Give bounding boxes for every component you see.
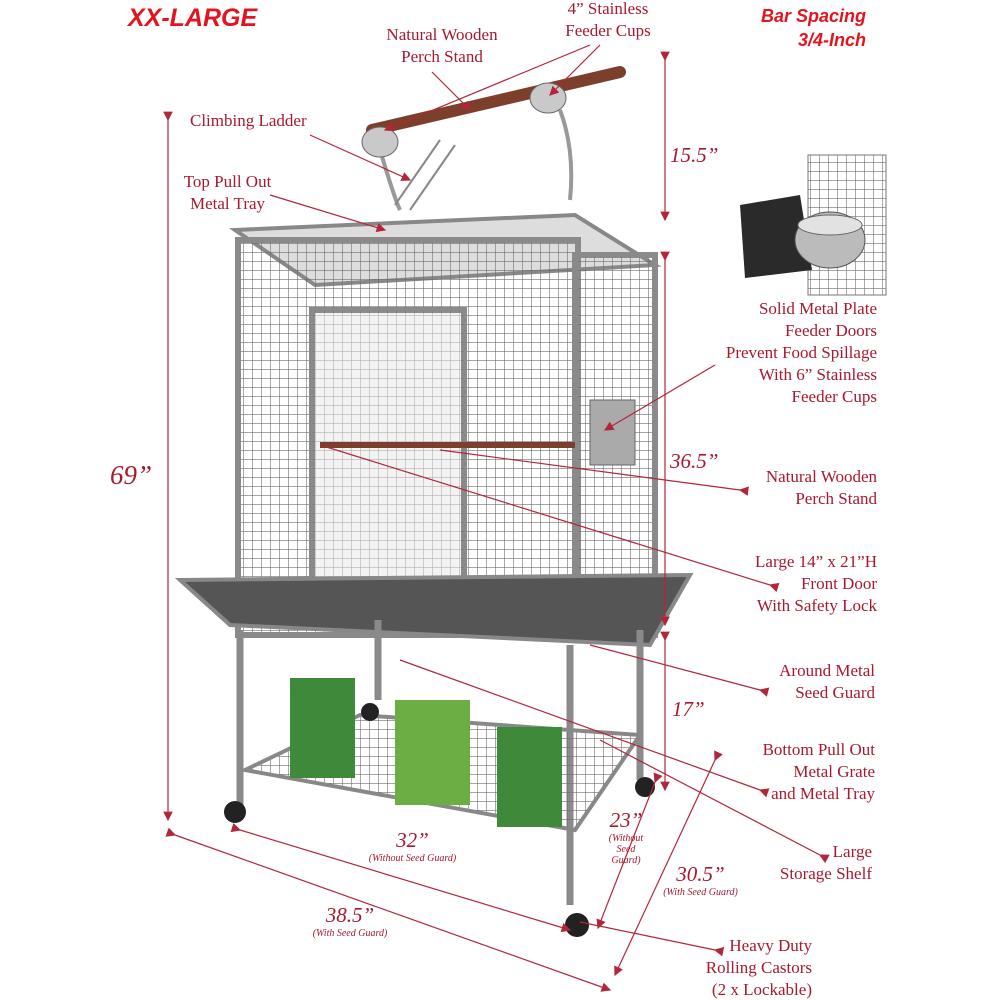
dim-total-height: 69” xyxy=(110,460,153,490)
top-perch-area xyxy=(361,66,626,211)
dim-cage-height: 36.5” xyxy=(670,449,719,473)
annotation-arrows xyxy=(163,44,830,992)
cage-body xyxy=(174,212,694,648)
feeder-door-inset xyxy=(740,154,887,296)
dim-stand-height: 17” xyxy=(672,697,705,721)
cage-stand xyxy=(224,620,655,937)
dim-width-with: 38.5”(With Seed Guard) xyxy=(312,903,388,939)
bar-spacing-value: 3/4-Inch xyxy=(797,30,866,50)
bar-spacing-headline: Bar Spacing 3/4-Inch xyxy=(700,4,866,52)
size-headline: XX-LARGE xyxy=(128,4,258,32)
dim-width-without: 32”(Without Seed Guard) xyxy=(368,828,457,864)
dim-top-height: 15.5” xyxy=(670,143,719,167)
label-ladder: Climbing Ladder xyxy=(190,111,307,130)
bar-spacing-line: Bar Spacing xyxy=(760,6,866,26)
dim-depth-with: 30.5”(With Seed Guard) xyxy=(663,862,738,898)
